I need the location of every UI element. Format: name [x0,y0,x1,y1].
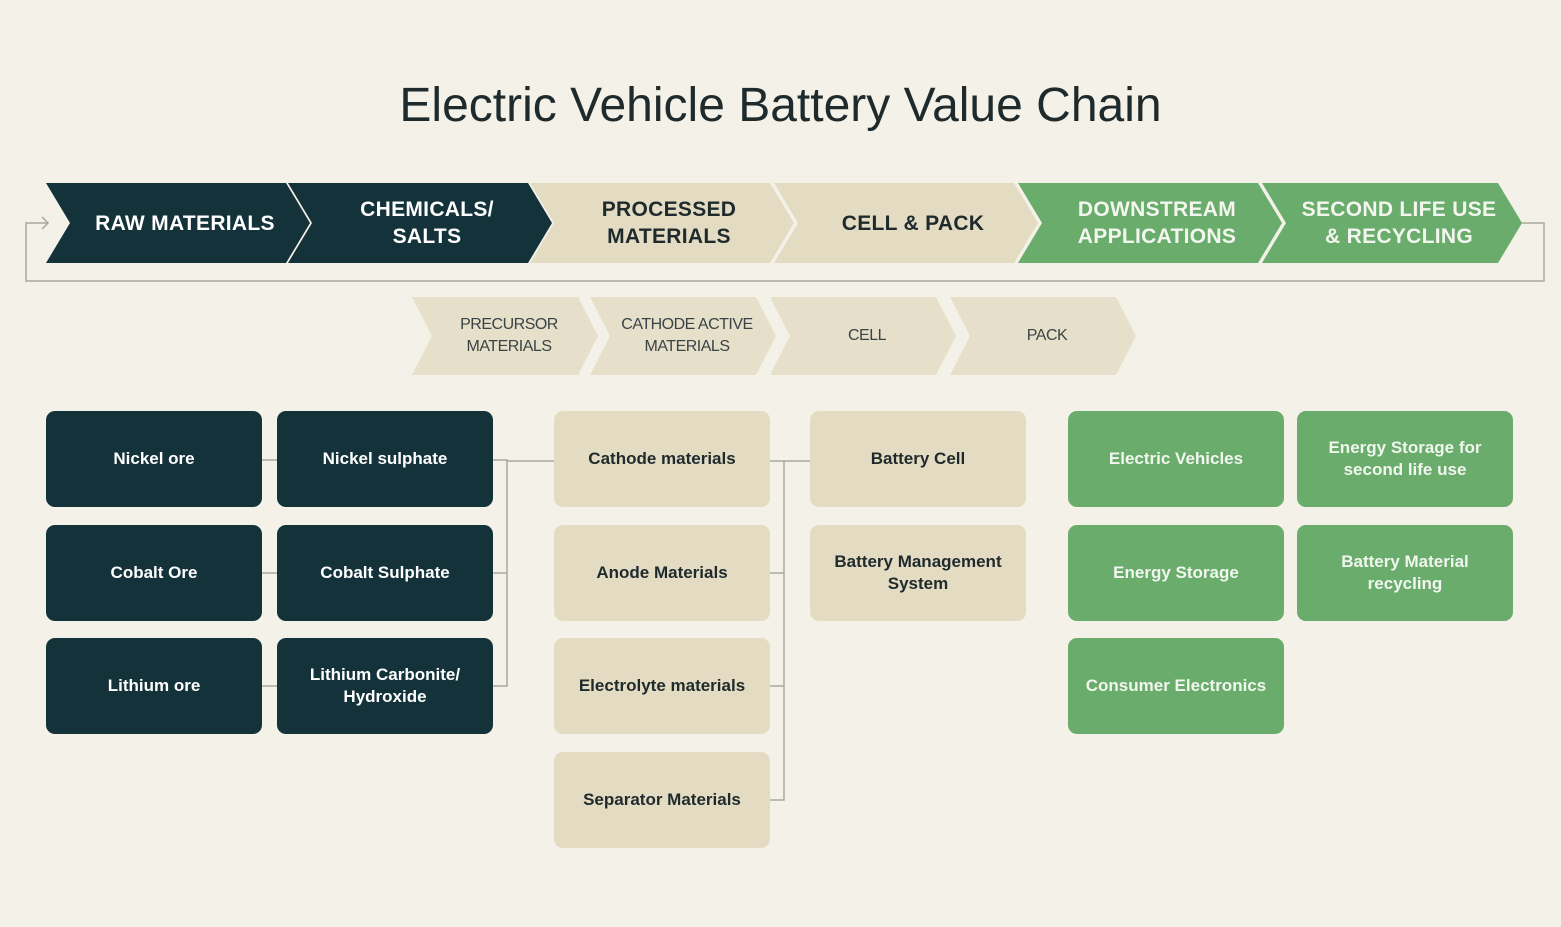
substage-cathode-active-materials-label: CATHODE ACTIVE MATERIALS [621,316,753,355]
box-cobalt-sulphate: Cobalt Sulphate [277,525,493,621]
substage-cell-label: CELL [847,327,887,344]
stage-chemicals-salts-label: CHEMICALS/ SALTS [360,198,494,248]
box-cobalt-ore: Cobalt Ore [46,525,262,621]
stage-downstream-applications: DOWNSTREAM APPLICATIONS [1018,183,1282,263]
stage-raw-materials: RAW MATERIALS [46,183,310,263]
substage-precursor-materials: PRECURSOR MATERIALS [412,297,598,375]
stage-cell-pack: CELL & PACK [774,183,1038,263]
box-cathode-materials: Cathode materials [554,411,770,507]
substage-cathode-active-materials: CATHODE ACTIVE MATERIALS [590,297,776,375]
box-battery-management-system: Battery Management System [810,525,1026,621]
box-anode-materials: Anode Materials [554,525,770,621]
processed-bracket [770,460,810,801]
substage-pack-label: PACK [1026,327,1068,344]
stage-chemicals-salts: CHEMICALS/ SALTS [288,183,552,263]
box-battery-material-recycling: Battery Material recycling [1297,525,1513,621]
box-energy-storage-second-life: Energy Storage for second life use [1297,411,1513,507]
box-electrolyte-materials: Electrolyte materials [554,638,770,734]
stage-cell-pack-label: CELL & PACK [841,211,985,235]
box-lithium-ore: Lithium ore [46,638,262,734]
stage-raw-materials-label: RAW MATERIALS [95,211,275,235]
box-nickel-ore: Nickel ore [46,411,262,507]
substage-pack: PACK [950,297,1136,375]
box-energy-storage: Energy Storage [1068,525,1284,621]
recycle-loop-arrowhead [41,216,50,230]
stage-processed-materials-label: PROCESSED MATERIALS [601,198,737,248]
diagram-title: Electric Vehicle Battery Value Chain [399,79,1162,132]
chemicals-bracket [493,459,554,687]
substage-cell: CELL [770,297,956,375]
stage-processed-materials: PROCESSED MATERIALS [530,183,794,263]
substage-precursor-materials-label: PRECURSOR MATERIALS [460,316,558,355]
stage-downstream-applications-label: DOWNSTREAM APPLICATIONS [1077,198,1237,248]
recycle-loop-line [25,222,1545,282]
box-lithium-carbonite-hydroxide: Lithium Carbonite/ Hydroxide [277,638,493,734]
box-separator-materials: Separator Materials [554,752,770,848]
stage-second-life-recycling-label: SECOND LIFE USE & RECYCLING [1301,198,1497,248]
box-electric-vehicles: Electric Vehicles [1068,411,1284,507]
box-nickel-sulphate: Nickel sulphate [277,411,493,507]
stage-second-life-recycling: SECOND LIFE USE & RECYCLING [1262,183,1522,263]
box-battery-cell: Battery Cell [810,411,1026,507]
box-consumer-electronics: Consumer Electronics [1068,638,1284,734]
